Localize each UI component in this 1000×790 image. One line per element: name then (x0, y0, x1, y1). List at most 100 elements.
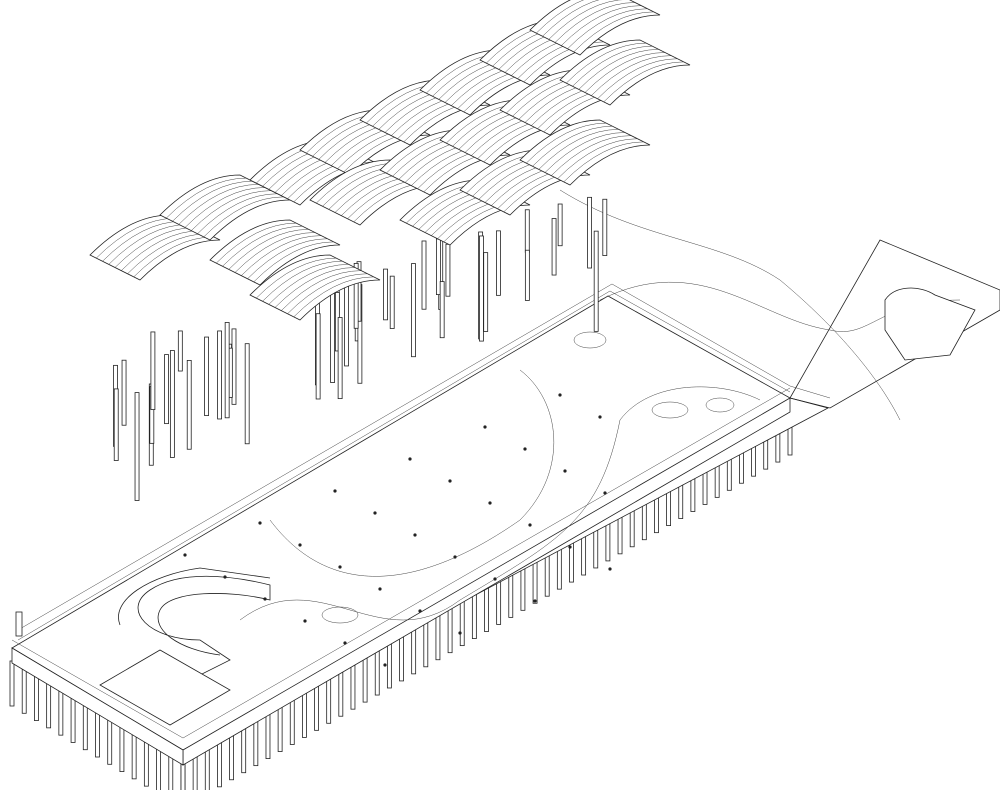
footing-dot (563, 469, 567, 473)
canopy-panel (249, 254, 381, 321)
column (593, 230, 599, 332)
footing-dot (258, 521, 262, 525)
column (524, 249, 530, 301)
planter (573, 331, 607, 349)
pile (119, 726, 125, 772)
column (204, 336, 209, 416)
landscape-path (269, 369, 554, 577)
column (134, 392, 140, 501)
pile (168, 755, 174, 790)
footing-dot (523, 447, 527, 451)
pile (423, 621, 429, 668)
canopy-panel (529, 0, 661, 56)
railing-back (17, 283, 831, 631)
column (602, 198, 608, 256)
column (551, 218, 557, 276)
exploded-canopy-roof (89, 0, 691, 321)
footing-dot (338, 565, 342, 569)
pile (241, 727, 247, 774)
column (164, 354, 169, 425)
canopy-panel (519, 119, 651, 186)
footing-dot (533, 599, 537, 603)
pile (484, 586, 489, 632)
pile (34, 675, 39, 721)
pile (217, 741, 222, 788)
exploded-columns (113, 196, 608, 501)
planter (321, 606, 359, 624)
pile (399, 635, 404, 682)
pile (496, 579, 502, 625)
pier-piles (9, 409, 793, 790)
column (315, 313, 321, 400)
footing-dot (223, 575, 227, 579)
pile (58, 689, 64, 736)
canopy-panel (559, 39, 691, 106)
column (524, 209, 530, 253)
column (483, 252, 489, 332)
footing-dot (383, 663, 387, 667)
planter (705, 397, 735, 413)
pile (435, 614, 441, 661)
footing-dot (488, 501, 492, 505)
pile (301, 692, 307, 738)
footing-dot (493, 577, 497, 581)
pile (447, 607, 453, 654)
column (383, 268, 388, 321)
pile (362, 656, 368, 703)
footing-dot (413, 533, 417, 537)
column (337, 317, 343, 400)
footing-dot (343, 641, 347, 645)
pile (21, 667, 27, 714)
pile (411, 628, 417, 675)
pile (204, 748, 210, 790)
column (445, 243, 451, 297)
footing-dot (303, 619, 307, 623)
column (411, 263, 416, 358)
pile (46, 682, 52, 729)
pile (107, 718, 113, 765)
pile (192, 755, 198, 790)
pile (180, 762, 186, 790)
amphitheatre-seating (109, 567, 271, 701)
footing-dot (603, 491, 607, 495)
footing-dot (263, 597, 267, 601)
pile (253, 720, 259, 767)
deck-left-fascia (11, 647, 184, 766)
column (496, 230, 501, 296)
column (217, 330, 222, 420)
canopy-panel (209, 219, 341, 286)
railing-back-lower (17, 290, 791, 641)
footing-dot (333, 489, 337, 493)
footing-dot (408, 457, 412, 461)
column (557, 203, 563, 247)
footing-dot (568, 545, 572, 549)
column (439, 281, 445, 339)
pile (374, 649, 380, 696)
landscape-path-4 (559, 189, 901, 421)
pile (471, 593, 477, 639)
column (121, 359, 127, 426)
pile (265, 713, 271, 759)
column-footings (183, 393, 612, 667)
pile (229, 734, 234, 781)
pier-deck (11, 189, 1000, 766)
pile (459, 600, 465, 647)
pile (350, 663, 356, 710)
column (113, 388, 119, 461)
extension-platform (789, 239, 1000, 409)
footing-dot (448, 479, 452, 483)
pile (277, 706, 283, 752)
column (177, 330, 183, 372)
landscape-path-2 (239, 386, 761, 621)
column (479, 235, 484, 342)
footing-dot (453, 555, 457, 559)
column (353, 262, 359, 329)
pile (143, 740, 149, 787)
footing-dot (183, 553, 187, 557)
column (150, 331, 156, 410)
footing-dot (418, 609, 422, 613)
amphitheatre-stage (99, 649, 231, 726)
pile (131, 733, 137, 780)
